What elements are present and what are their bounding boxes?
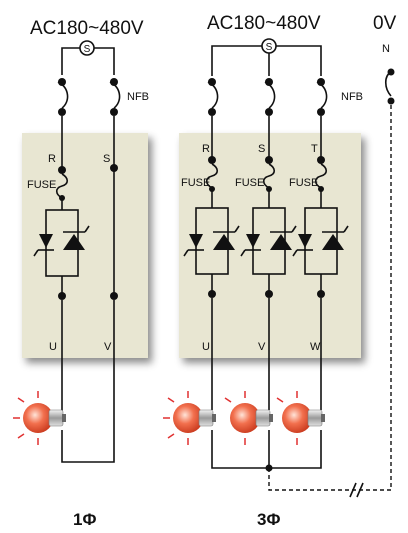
three-phase-circuit: S NFB R S T FUSE FUSE FUSE <box>181 38 363 472</box>
svg-text:S: S <box>84 44 91 55</box>
three-phase-caption: 3Φ <box>257 510 280 529</box>
output-label-v: V <box>104 341 112 353</box>
fuse-icon <box>205 156 219 192</box>
thyristor-pair-icon <box>292 189 349 292</box>
thyristor-pair-icon <box>33 198 90 295</box>
thyristor-pair-icon <box>240 189 297 292</box>
single-phase-supply-label: AC180~480V <box>30 18 144 39</box>
neutral-line <box>268 68 395 498</box>
neutral-letter: N <box>382 43 390 55</box>
output-label-v: V <box>258 341 266 353</box>
single-phase-circuit: S NFB R S FUSE <box>27 40 149 463</box>
input-label-r: R <box>48 153 56 165</box>
nfb-label: NFB <box>341 91 363 103</box>
output-label-u: U <box>202 341 210 353</box>
single-phase-controller-panel <box>22 133 148 358</box>
single-phase-caption: 1Φ <box>73 510 96 529</box>
lamp-icon <box>276 391 325 445</box>
fuse-label: FUSE <box>27 179 56 191</box>
lamp-icon <box>163 391 216 445</box>
thyristor-pair-icon <box>183 189 240 292</box>
output-label-u: U <box>49 341 57 353</box>
lamp-icon <box>224 391 273 445</box>
input-label-s: S <box>103 153 110 165</box>
three-phase-supply-label: AC180~480V <box>207 13 321 34</box>
lamp-icon <box>13 391 66 445</box>
nfb-breaker-icon <box>207 78 328 116</box>
svg-text:S: S <box>266 42 273 53</box>
input-label-r: R <box>202 143 210 155</box>
fuse-label: FUSE <box>235 177 264 189</box>
nfb-breaker-icon <box>57 78 121 116</box>
star-point-junction <box>265 464 273 472</box>
fuse-label: FUSE <box>181 177 210 189</box>
nfb-label: NFB <box>127 91 149 103</box>
output-label-w: W <box>310 341 321 353</box>
fuse-label: FUSE <box>289 177 318 189</box>
input-label-t: T <box>311 143 318 155</box>
input-label-s: S <box>258 143 265 155</box>
neutral-supply-label: 0V <box>373 13 397 34</box>
